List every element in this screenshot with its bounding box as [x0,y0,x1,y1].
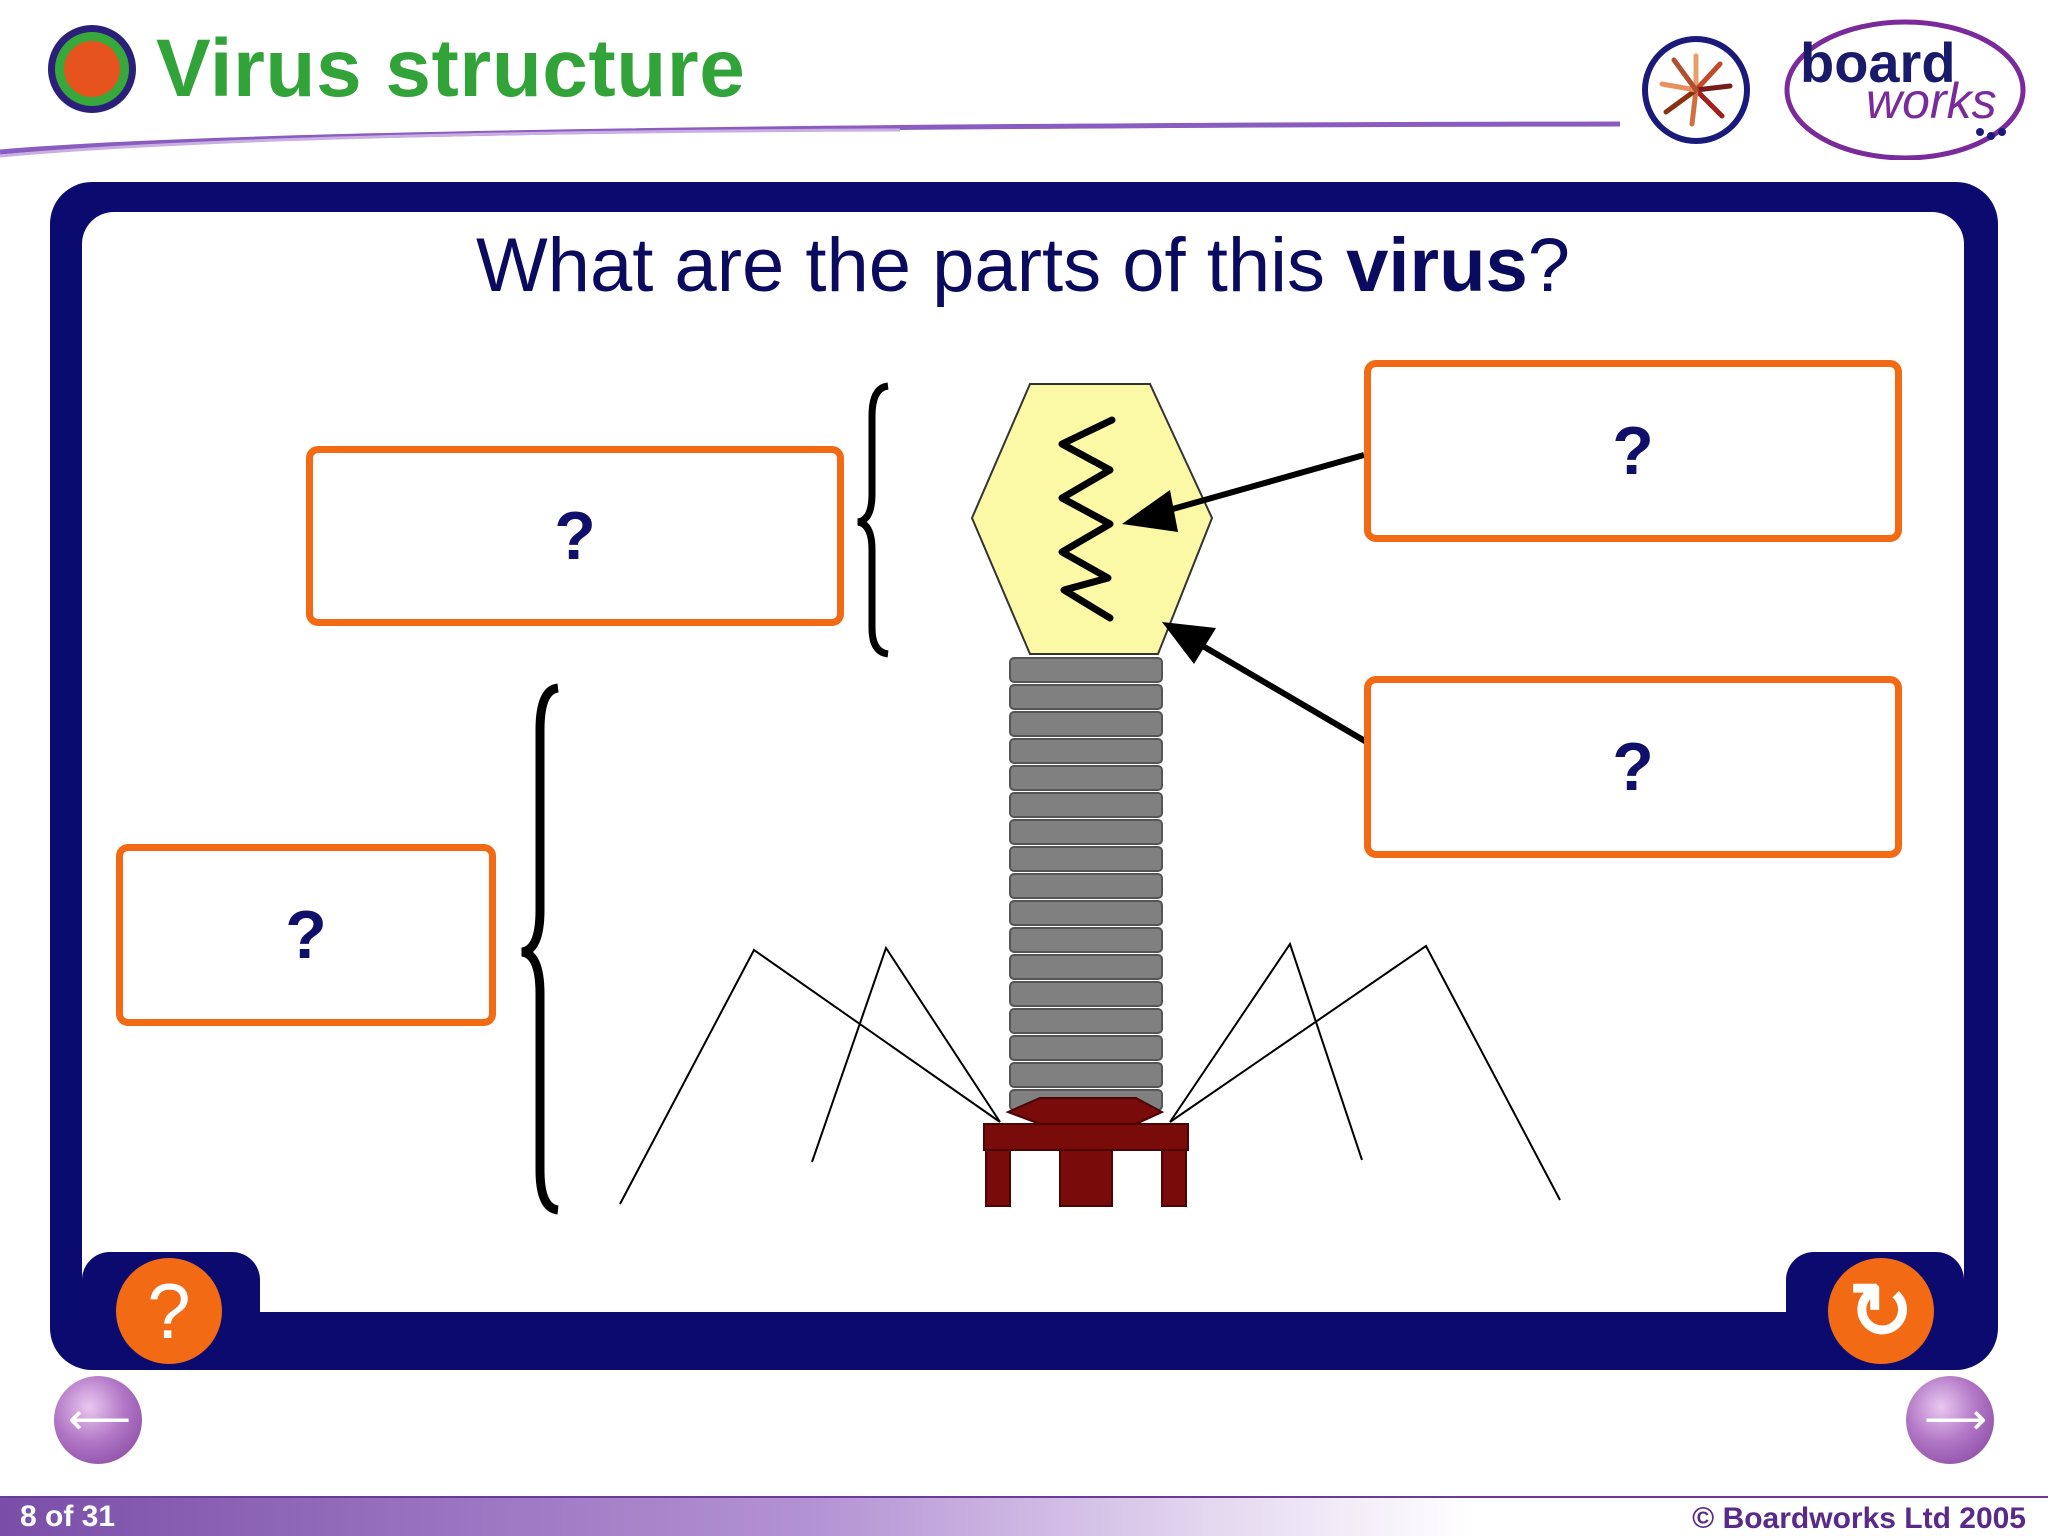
reset-icon: ↻ [1848,1266,1914,1355]
question-suffix: ? [1527,223,1571,308]
title-underline [0,121,1620,158]
answer-box-nucleic-acid[interactable]: ? [1364,360,1902,542]
prev-arrow-icon: ⟵ [68,1395,132,1444]
page-title: Virus structure [156,23,746,114]
answer-box-head[interactable]: ? [306,446,844,626]
help-icon: ? [147,1266,191,1355]
question-text: What are the parts of this virus? [82,222,1964,309]
help-button[interactable]: ? [116,1258,222,1364]
answer-box-tail[interactable]: ? [116,844,496,1026]
question-keyword: virus [1346,223,1528,308]
question-prefix: What are the parts of this [475,223,1347,308]
virus-topic-icon [48,25,136,113]
reset-button[interactable]: ↻ [1828,1258,1934,1364]
next-arrow-icon: ⟶ [1924,1395,1988,1444]
logo-word-board: board [1800,31,1956,94]
next-slide-button[interactable]: ⟶ [1906,1376,1994,1464]
footer-bar [0,1498,2048,1536]
logo-word-works: works [1866,73,1997,129]
boardworks-wordmark-logo: board works [1780,10,2030,160]
slide-counter: 8 of 31 [20,1500,116,1533]
prev-slide-button[interactable]: ⟵ [54,1376,142,1464]
footer-divider [0,1496,2048,1499]
answer-box-capsid[interactable]: ? [1364,676,1902,858]
copyright-notice: © Boardworks Ltd 2005 [1692,1502,2026,1535]
title-bar: Virus structure [48,14,745,124]
boardworks-sunburst-logo [1642,36,1750,144]
